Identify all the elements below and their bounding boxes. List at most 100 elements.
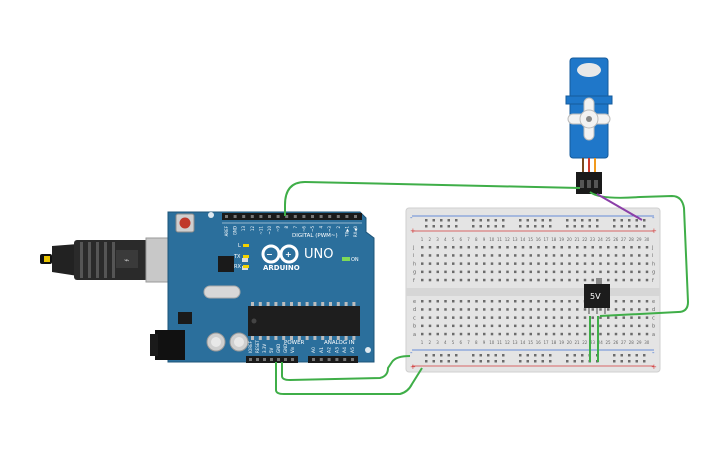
rail-hole[interactable] — [440, 360, 443, 363]
terminal-hole[interactable] — [467, 254, 471, 257]
digital-pin-hole[interactable] — [276, 215, 280, 218]
rail-hole[interactable] — [635, 225, 639, 228]
terminal-hole[interactable] — [490, 254, 494, 257]
power-pin-hole[interactable] — [291, 358, 294, 361]
terminal-hole[interactable] — [537, 316, 540, 319]
terminal-hole[interactable] — [428, 246, 432, 249]
terminal-hole[interactable] — [568, 254, 571, 257]
rail-hole[interactable] — [573, 354, 577, 357]
terminal-hole[interactable] — [568, 332, 571, 336]
rail-hole[interactable] — [502, 225, 505, 228]
digital-pin-hole[interactable] — [268, 215, 271, 218]
terminal-hole[interactable] — [483, 270, 486, 274]
wire-gnd-rail[interactable] — [281, 355, 411, 382]
terminal-hole[interactable] — [506, 270, 509, 274]
rail-hole[interactable] — [541, 225, 545, 228]
terminal-hole[interactable] — [560, 254, 564, 257]
terminal-hole[interactable] — [514, 270, 517, 274]
terminal-hole[interactable] — [467, 324, 471, 328]
rail-hole[interactable] — [643, 225, 646, 228]
terminal-hole[interactable] — [537, 254, 540, 257]
breadboard-holes[interactable] — [421, 219, 649, 363]
rail-hole[interactable] — [613, 225, 616, 228]
terminal-hole[interactable] — [459, 300, 463, 303]
terminal-hole[interactable] — [552, 316, 556, 319]
terminal-hole[interactable] — [444, 324, 447, 328]
terminal-hole[interactable] — [475, 300, 478, 303]
terminal-hole[interactable] — [607, 332, 610, 336]
terminal-hole[interactable] — [614, 254, 618, 257]
terminal-hole[interactable] — [568, 300, 571, 303]
terminal-hole[interactable] — [467, 278, 471, 282]
rail-hole[interactable] — [643, 354, 646, 357]
terminal-hole[interactable] — [483, 254, 486, 257]
terminal-hole[interactable] — [436, 324, 440, 328]
terminal-hole[interactable] — [506, 308, 509, 311]
terminal-hole[interactable] — [421, 300, 424, 303]
terminal-hole[interactable] — [475, 278, 478, 282]
rail-hole[interactable] — [447, 225, 451, 228]
terminal-hole[interactable] — [645, 316, 649, 319]
terminal-hole[interactable] — [506, 278, 509, 282]
rail-hole[interactable] — [487, 354, 490, 357]
rail-hole[interactable] — [596, 219, 599, 222]
terminal-hole[interactable] — [560, 278, 564, 282]
terminal-hole[interactable] — [607, 262, 610, 265]
terminal-hole[interactable] — [475, 324, 478, 328]
digital-pin-hole[interactable] — [354, 215, 357, 218]
terminal-hole[interactable] — [583, 246, 587, 249]
terminal-hole[interactable] — [459, 278, 463, 282]
terminal-hole[interactable] — [514, 308, 517, 311]
terminal-hole[interactable] — [645, 324, 649, 328]
terminal-hole[interactable] — [421, 324, 424, 328]
terminal-hole[interactable] — [498, 270, 502, 274]
rail-hole[interactable] — [588, 219, 592, 222]
terminal-hole[interactable] — [638, 324, 641, 328]
rail-hole[interactable] — [635, 354, 639, 357]
terminal-hole[interactable] — [459, 316, 463, 319]
terminal-hole[interactable] — [630, 246, 633, 249]
wire-servo-power[interactable] — [589, 191, 690, 317]
rail-hole[interactable] — [581, 225, 584, 228]
analog-pin-hole[interactable] — [327, 358, 331, 361]
terminal-hole[interactable] — [498, 278, 502, 282]
terminal-hole[interactable] — [490, 246, 494, 249]
terminal-hole[interactable] — [436, 316, 440, 319]
terminal-hole[interactable] — [622, 246, 626, 249]
terminal-hole[interactable] — [436, 332, 440, 336]
terminal-hole[interactable] — [638, 254, 641, 257]
terminal-hole[interactable] — [630, 278, 633, 282]
rail-hole[interactable] — [541, 360, 545, 363]
rail-hole[interactable] — [432, 225, 436, 228]
terminal-hole[interactable] — [622, 254, 626, 257]
wire-signal-servo[interactable] — [284, 180, 581, 216]
terminal-hole[interactable] — [537, 262, 540, 265]
terminal-hole[interactable] — [545, 278, 548, 282]
terminal-hole[interactable] — [521, 332, 525, 336]
terminal-hole[interactable] — [521, 254, 525, 257]
rail-hole[interactable] — [487, 360, 490, 363]
terminal-hole[interactable] — [452, 270, 455, 274]
terminal-hole[interactable] — [591, 254, 595, 257]
rail-hole[interactable] — [628, 219, 631, 222]
terminal-hole[interactable] — [614, 316, 618, 319]
terminal-hole[interactable] — [645, 332, 649, 336]
terminal-hole[interactable] — [490, 300, 494, 303]
terminal-hole[interactable] — [483, 316, 486, 319]
terminal-hole[interactable] — [521, 308, 525, 311]
terminal-hole[interactable] — [436, 300, 440, 303]
terminal-hole[interactable] — [622, 316, 626, 319]
terminal-hole[interactable] — [490, 324, 494, 328]
terminal-hole[interactable] — [459, 332, 463, 336]
terminal-hole[interactable] — [428, 332, 432, 336]
terminal-hole[interactable] — [614, 262, 618, 265]
terminal-hole[interactable] — [576, 246, 579, 249]
terminal-hole[interactable] — [583, 270, 587, 274]
terminal-hole[interactable] — [483, 246, 486, 249]
analog-pin-hole[interactable] — [351, 358, 354, 361]
terminal-hole[interactable] — [568, 246, 571, 249]
terminal-hole[interactable] — [607, 316, 610, 319]
terminal-hole[interactable] — [452, 332, 455, 336]
terminal-hole[interactable] — [545, 324, 548, 328]
servo-horn[interactable] — [567, 97, 611, 141]
